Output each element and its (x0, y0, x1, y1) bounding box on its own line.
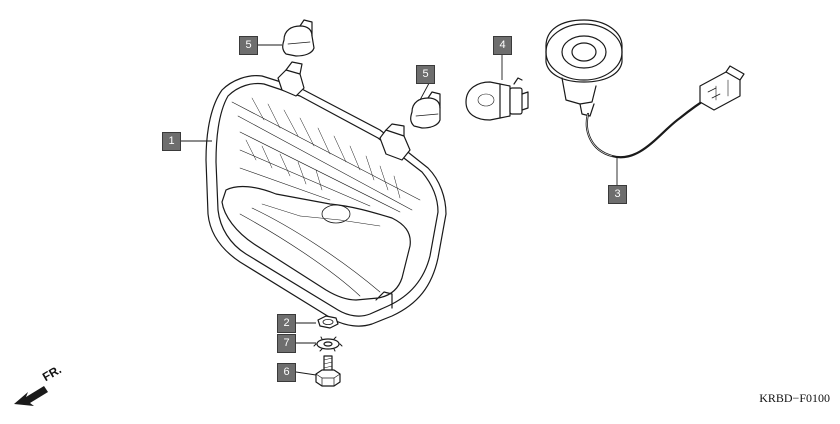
front-direction-arrow (14, 386, 48, 406)
diagram-code: KRBD−F0100 (759, 391, 830, 405)
callout-7[interactable]: 7 (277, 334, 296, 353)
callout-2[interactable]: 2 (277, 314, 296, 333)
bulb-socket-harness-drawing (545, 19, 745, 159)
headlight-bulb-drawing (465, 77, 529, 121)
callout-3[interactable]: 3 (608, 185, 627, 204)
dust-cap-a-drawing (282, 19, 315, 57)
nut-drawing (317, 315, 339, 329)
callout-1[interactable]: 1 (162, 132, 181, 151)
dust-cap-b-drawing (410, 91, 441, 129)
callout-5a[interactable]: 5 (239, 36, 258, 55)
headlight-unit-drawing (205, 61, 447, 327)
callout-4[interactable]: 4 (493, 36, 512, 55)
adjusting-screw-drawing (315, 355, 341, 387)
callout-6[interactable]: 6 (277, 363, 296, 382)
callout-5b[interactable]: 5 (416, 65, 435, 84)
lock-washer-drawing (313, 336, 343, 352)
